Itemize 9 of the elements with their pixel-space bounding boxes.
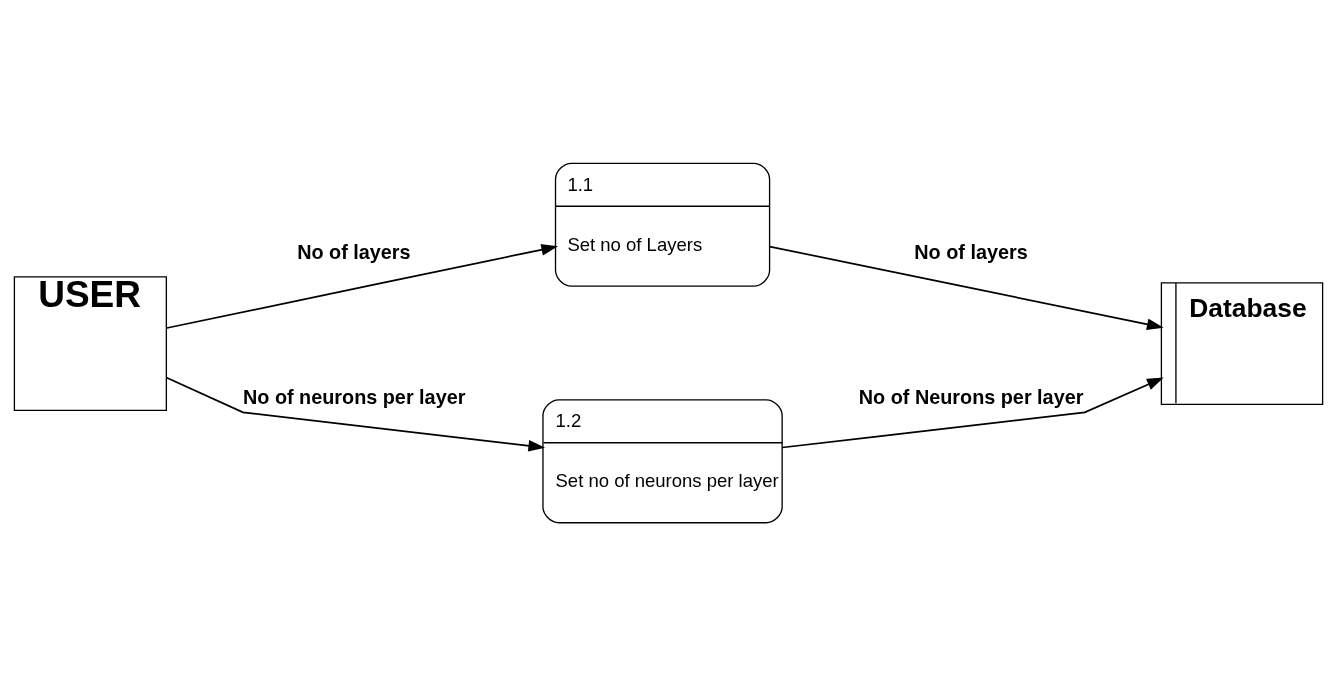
arrow [781, 377, 1164, 448]
edge-label: No of neurons per layer [243, 385, 466, 408]
arrow [768, 245, 1164, 330]
arrow [165, 376, 546, 452]
edge-label: No of layers [297, 240, 411, 263]
node-box: USER [13, 275, 167, 411]
edge-label: No of Neurons per layer [858, 385, 1084, 408]
edge-label: No of layers [914, 240, 1028, 263]
arrow [165, 243, 559, 329]
